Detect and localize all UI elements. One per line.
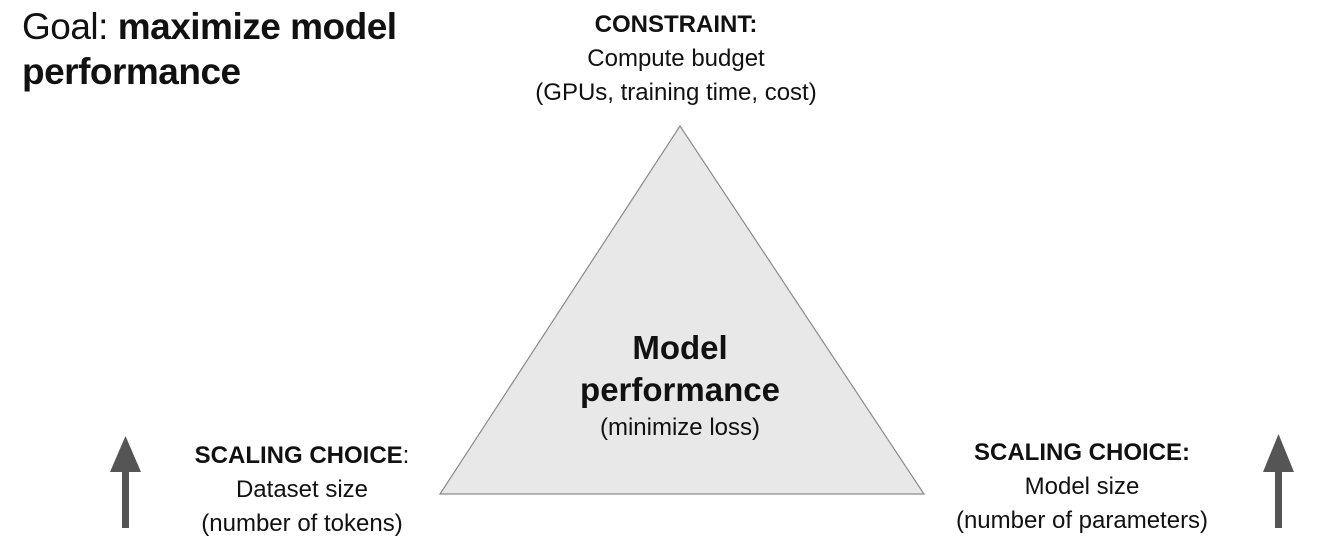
center-subtitle: (minimize loss) <box>599 414 760 441</box>
right-choice-line1: Model size <box>1024 473 1140 500</box>
constraint-line1: Compute budget <box>587 45 765 72</box>
right-choice-line2: (number of parameters) <box>955 507 1209 534</box>
performance-triangle <box>438 124 926 495</box>
right-scaling-choice: SCALING CHOICE: Model size (number of pa… <box>920 436 1244 538</box>
arrow-up-icon <box>110 436 141 528</box>
constraint-heading: CONSTRAINT: <box>594 11 758 38</box>
left-scaling-choice: SCALING CHOICE: Dataset size (number of … <box>160 439 444 541</box>
constraint-line2: (GPUs, training time, cost) <box>535 79 817 106</box>
left-choice-heading: SCALING CHOICE <box>194 442 403 469</box>
left-choice-heading-row: SCALING CHOICE: <box>160 439 444 473</box>
constraint-block: CONSTRAINT: Compute budget (GPUs, traini… <box>476 8 876 110</box>
left-choice-line2: (number of tokens) <box>201 510 403 537</box>
left-choice-colon: : <box>402 442 410 469</box>
center-title-line2: performance <box>580 371 780 408</box>
left-choice-line1: Dataset size <box>235 476 369 503</box>
right-choice-heading: SCALING CHOICE: <box>974 439 1190 466</box>
arrow-up-icon <box>1263 434 1294 528</box>
center-label: Model performance (minimize loss) <box>540 327 820 445</box>
goal-prefix: Goal: <box>22 6 118 47</box>
center-title-line1: Model <box>632 329 728 366</box>
goal-statement: Goal: maximize model performance <box>22 4 452 94</box>
goal-emphasis: maximize model performance <box>22 6 397 92</box>
